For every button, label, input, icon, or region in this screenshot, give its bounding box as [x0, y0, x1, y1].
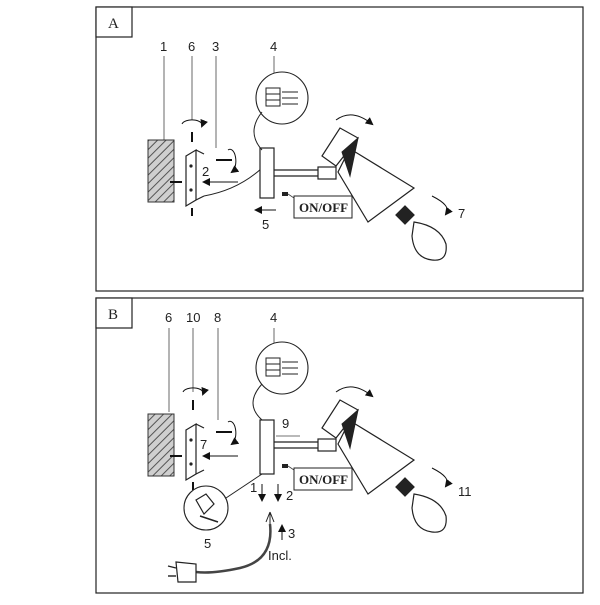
- label-a-1: 1: [160, 39, 167, 54]
- mounting-bracket-b: [185, 422, 205, 482]
- label-b-8: 8: [214, 310, 221, 325]
- switch-label-box-b: [293, 467, 353, 491]
- label-a-3: 3: [212, 39, 219, 54]
- label-b-4: 4: [270, 310, 277, 325]
- panel-b: B 6 10 8 4 9 7 1 2 3 5 11: [95, 297, 584, 594]
- panel-a-tag: A: [108, 16, 119, 32]
- label-b-3: 3: [288, 526, 295, 541]
- power-plug-icon: [167, 561, 197, 583]
- label-b-10: 10: [186, 310, 200, 325]
- lamp-shade-a: [321, 127, 416, 223]
- panel-a-frame: [95, 6, 584, 292]
- included-label: Incl.: [268, 548, 292, 563]
- label-a-2: 2: [202, 164, 209, 179]
- terminal-block-icon: [265, 87, 298, 107]
- label-b-1: 1: [250, 480, 257, 495]
- screw-icon: [170, 386, 240, 490]
- light-bulb-icon-b: [395, 477, 447, 533]
- label-b-11: 11: [458, 484, 472, 499]
- label-a-7: 7: [458, 206, 465, 221]
- label-a-4: 4: [270, 39, 277, 54]
- label-b-9: 9: [282, 416, 289, 431]
- label-a-6: 6: [188, 39, 195, 54]
- label-b-2: 2: [286, 488, 293, 503]
- mounting-bracket-a: [185, 148, 205, 208]
- switch-label-b: ON/OFF: [299, 472, 348, 487]
- terminal-block-icon: [265, 357, 298, 377]
- backplate-a: [259, 147, 275, 199]
- panel-b-tag: B: [108, 307, 118, 323]
- panel-a-tag-box: [95, 6, 133, 38]
- light-bulb-icon-a: [395, 205, 447, 261]
- lamp-shade-b: [321, 399, 416, 495]
- cable-clamp-icon: [195, 493, 219, 523]
- wall-b: [147, 413, 175, 477]
- screw-icon: [170, 118, 240, 216]
- switch-label-a: ON/OFF: [299, 200, 348, 215]
- wall-a: [147, 139, 175, 203]
- label-b-5: 5: [204, 536, 211, 551]
- label-a-5: 5: [262, 217, 269, 232]
- label-b-6: 6: [165, 310, 172, 325]
- panel-b-frame: [95, 297, 584, 594]
- label-b-7: 7: [200, 437, 207, 452]
- switch-label-box-a: [293, 195, 353, 219]
- backplate-b: [259, 419, 275, 475]
- panel-b-tag-box: [95, 297, 133, 329]
- panel-a: A 1 6 3 4 2 5 7: [95, 6, 584, 292]
- power-cable: [195, 523, 272, 574]
